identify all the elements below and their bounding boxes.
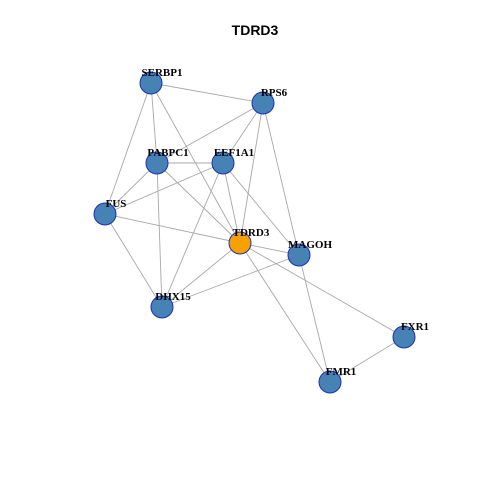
- edge-eef1a1-tdrd3: [222, 162, 241, 244]
- node-label-fxr1: FXR1: [401, 321, 429, 333]
- nodes-layer: [93, 71, 416, 394]
- edge-eef1a1-dhx15: [161, 162, 224, 308]
- node-dhx15: [150, 295, 174, 319]
- edge-rps6-tdrd3: [239, 102, 264, 244]
- edge-eef1a1-fus: [104, 162, 224, 215]
- edge-eef1a1-magoh: [222, 162, 300, 256]
- edge-tdrd3-fmr1: [239, 242, 331, 383]
- node-label-dhx15: DHX15: [155, 291, 191, 303]
- edge-rps6-pabpc1: [156, 102, 264, 164]
- edge-rps6-magoh: [262, 102, 300, 256]
- edge-pabpc1-tdrd3: [156, 162, 241, 244]
- edge-tdrd3-dhx15: [161, 242, 241, 308]
- edge-rps6-eef1a1: [222, 102, 264, 164]
- edge-magoh-fmr1: [298, 254, 331, 383]
- edge-magoh-dhx15: [161, 254, 300, 308]
- node-fus: [93, 202, 117, 226]
- node-label-rps6: RPS6: [261, 87, 288, 99]
- node-label-pabpc1: PABPC1: [147, 147, 188, 159]
- node-tdrd3: [228, 231, 252, 255]
- edge-tdrd3-fxr1: [239, 242, 405, 338]
- edge-serbp1-fus: [104, 82, 152, 215]
- node-fxr1: [392, 325, 416, 349]
- node-label-fus: FUS: [106, 198, 127, 210]
- node-label-tdrd3: TDRD3: [233, 227, 270, 239]
- edges-layer: [104, 82, 405, 383]
- node-label-eef1a1: EEF1A1: [214, 147, 254, 159]
- node-label-fmr1: FMR1: [326, 366, 357, 378]
- edge-fxr1-fmr1: [329, 336, 405, 383]
- edge-fus-dhx15: [104, 213, 163, 308]
- edge-fus-tdrd3: [104, 213, 241, 244]
- node-pabpc1: [145, 151, 169, 175]
- node-eef1a1: [211, 151, 235, 175]
- node-label-magoh: MAGOH: [288, 239, 332, 251]
- node-serbp1: [139, 71, 163, 95]
- node-fmr1: [318, 370, 342, 394]
- node-magoh: [287, 243, 311, 267]
- node-label-serbp1: SERBP1: [142, 67, 183, 79]
- node-rps6: [251, 91, 275, 115]
- edge-pabpc1-fus: [104, 162, 158, 215]
- edge-pabpc1-dhx15: [156, 162, 163, 308]
- edge-serbp1-pabpc1: [150, 82, 158, 164]
- graph-title: TDRD3: [232, 22, 279, 38]
- edge-serbp1-rps6: [150, 82, 264, 104]
